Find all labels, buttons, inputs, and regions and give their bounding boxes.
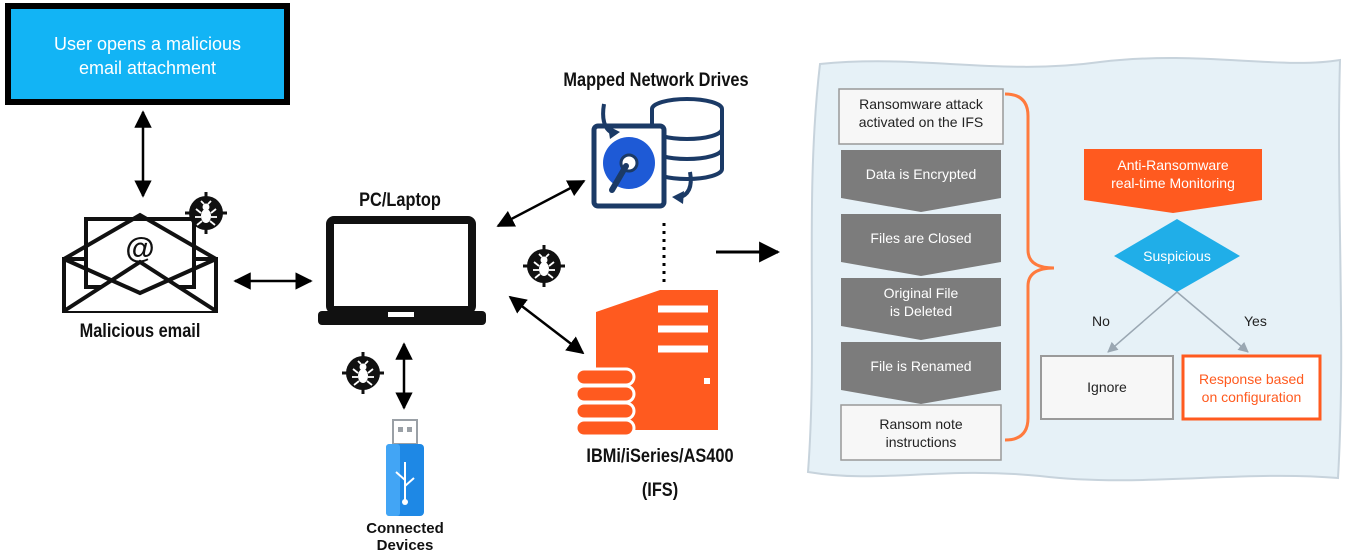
attack-box-text: User opens a malicious email attachment [14,32,281,80]
flow-step-1-text: Ransomware attack activated on the IFS [839,95,1003,131]
laptop-icon [318,216,486,325]
flow-step-4-line-1: Original File [883,285,959,301]
flow-step-6-line-1: Ransom note [879,416,963,432]
server-label: IBMi/iSeries/AS400 (IFS) [574,440,746,508]
flow-step-6-text: Ransom note instructions [841,415,1001,451]
devices-label-line-2: Devices [376,537,434,554]
monitor-banner [1084,149,1262,213]
flow-step-6-box [840,404,1002,461]
orange-brace [1004,92,1055,442]
flow-step-1-box [838,88,1004,145]
monitor-line-1: Anti-Ransomware [1117,157,1229,173]
bug-icon [521,243,567,289]
devices-label: Connected Devices [345,520,465,554]
attack-box-line-1: User opens a malicious [53,34,242,54]
malicious-email-label: Malicious email [79,321,201,342]
flow-step-3-text: Files are Closed [870,230,972,246]
flow-step-4-line-2: is Deleted [889,303,953,319]
drives-label: Mapped Network Drives [563,70,749,91]
flow-steps [838,88,1004,461]
server-icon [574,290,718,438]
server-label-line-1: IBMi/iSeries/AS400 [586,446,734,467]
server-label-line-2: (IFS) [641,480,679,501]
attack-box-line-2: email attachment [78,58,217,78]
ignore-box [1040,355,1174,420]
bug-icon [340,350,386,396]
envelope-icon: @ [62,212,218,313]
laptop-label: PC/Laptop [359,190,441,211]
devices-label-line-1: Connected [366,520,444,537]
response-text: Response based on configuration [1183,370,1320,406]
branch-no [1107,291,1178,353]
attack-box [5,3,290,105]
decision-diamond [1114,219,1240,292]
at-sign-glyph: @ [125,232,154,265]
flow-step-5-box [841,342,1001,404]
arrow-laptop-server [508,295,585,355]
no-label: No [1092,313,1110,329]
flow-step-2-text: Data is Encrypted [865,166,977,182]
flow-step-4-text: Original File is Deleted [841,284,1001,320]
flow-step-1-line-2: activated on the IFS [858,114,984,130]
branch-yes [1176,291,1249,353]
response-box [1181,354,1322,421]
response-line-2: on configuration [1201,389,1302,405]
flow-step-3-box [841,214,1001,276]
flow-step-1-line-1: Ransomware attack [859,96,983,112]
flow-step-5-text: File is Renamed [870,358,972,374]
yes-label: Yes [1244,313,1267,329]
ignore-text: Ignore [1087,379,1127,395]
network-drive-icon [591,97,724,209]
decision-text: Suspicious [1143,248,1211,264]
monitor-line-2: real-time Monitoring [1111,175,1235,191]
flow-step-2-box [841,150,1001,212]
flow-step-4-box [841,278,1001,340]
arrow-laptop-drives [496,179,586,228]
usb-drive-icon [386,419,424,516]
response-line-1: Response based [1198,371,1305,387]
flow-step-6-line-2: instructions [885,434,957,450]
monitor-text: Anti-Ransomware real-time Monitoring [1084,156,1262,192]
